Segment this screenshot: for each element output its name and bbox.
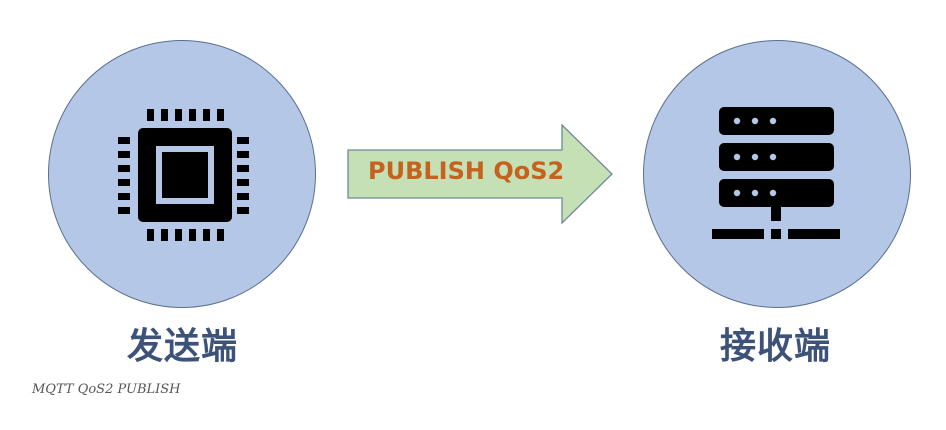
figure-caption: MQTT QoS2 PUBLISH: [32, 382, 181, 397]
server-icon: [712, 107, 840, 239]
cpu-chip-icon: [118, 109, 249, 241]
sender-label: 发送端: [127, 326, 239, 367]
arrow-label: PUBLISH QoS2: [368, 157, 565, 185]
publish-arrow: [347, 124, 613, 225]
receiver-circle: [643, 40, 911, 308]
receiver-label: 接收端: [720, 326, 832, 367]
